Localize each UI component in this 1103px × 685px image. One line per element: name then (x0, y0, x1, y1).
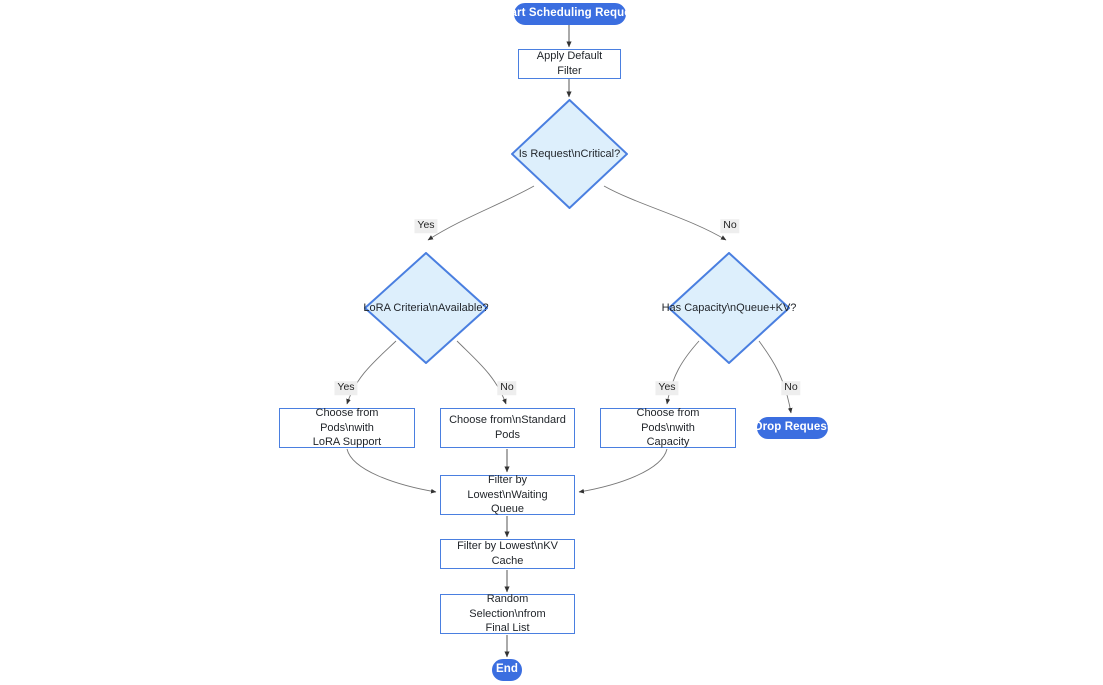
diamond-shape-icon (668, 252, 790, 364)
node-lora-criteria-available[interactable]: LoRA Criteria\nAvailable? (363, 252, 489, 364)
diamond-shape-icon (364, 252, 488, 364)
node-drop-request[interactable]: Drop Request (754, 417, 831, 439)
node-random-selection-label: Random Selection\nfrom Final List (469, 592, 546, 635)
node-choose-standard-pods-label: Choose from\nStandard Pods (449, 414, 566, 441)
edge-label-critical-no: No (720, 219, 740, 233)
edge-label-capacity-yes: Yes (655, 381, 679, 395)
node-filter-waiting-queue-label: Filter by Lowest\nWaiting Queue (467, 473, 548, 516)
node-choose-capacity-pods[interactable]: Choose from Pods\nwith Capacity (600, 406, 736, 449)
node-drop-request-label: Drop Request (754, 421, 831, 434)
edge-label-lora-no: No (497, 381, 517, 395)
node-choose-lora-pods[interactable]: Choose from Pods\nwith LoRA Support (279, 406, 415, 449)
node-end-label: End (495, 663, 519, 676)
edge-cappods-to-queuefilter (578, 448, 668, 494)
node-has-capacity[interactable]: Has Capacity\nQueue+KV? (662, 252, 796, 364)
node-end[interactable]: End (492, 659, 522, 681)
node-start-label: Start Scheduling Request (498, 7, 642, 20)
node-is-request-critical-label: Is Request\nCritical? (518, 147, 621, 160)
edge-label-lora-yes: Yes (334, 381, 358, 395)
diamond-shape-icon (511, 99, 628, 209)
node-has-capacity-label: Has Capacity\nQueue+KV? (661, 301, 797, 314)
node-apply-default-filter[interactable]: Apply Default Filter (518, 49, 621, 79)
node-filter-kv-cache[interactable]: Filter by Lowest\nKV Cache (440, 539, 575, 569)
edge-label-critical-yes: Yes (414, 219, 438, 233)
node-random-selection[interactable]: Random Selection\nfrom Final List (440, 592, 575, 635)
edge-label-capacity-no: No (781, 381, 801, 395)
node-choose-standard-pods[interactable]: Choose from\nStandard Pods (440, 408, 575, 448)
node-filter-waiting-queue[interactable]: Filter by Lowest\nWaiting Queue (440, 473, 575, 516)
node-choose-lora-pods-label: Choose from Pods\nwith LoRA Support (312, 406, 382, 449)
node-apply-default-filter-label: Apply Default Filter (536, 50, 603, 77)
node-is-request-critical[interactable]: Is Request\nCritical? (511, 99, 628, 209)
node-start[interactable]: Start Scheduling Request (499, 3, 641, 25)
node-choose-capacity-pods-label: Choose from Pods\nwith Capacity (636, 406, 700, 449)
node-filter-kv-cache-label: Filter by Lowest\nKV Cache (457, 540, 558, 567)
node-lora-criteria-available-label: LoRA Criteria\nAvailable? (363, 301, 489, 314)
edge-lorapods-to-queuefilter (346, 448, 437, 494)
